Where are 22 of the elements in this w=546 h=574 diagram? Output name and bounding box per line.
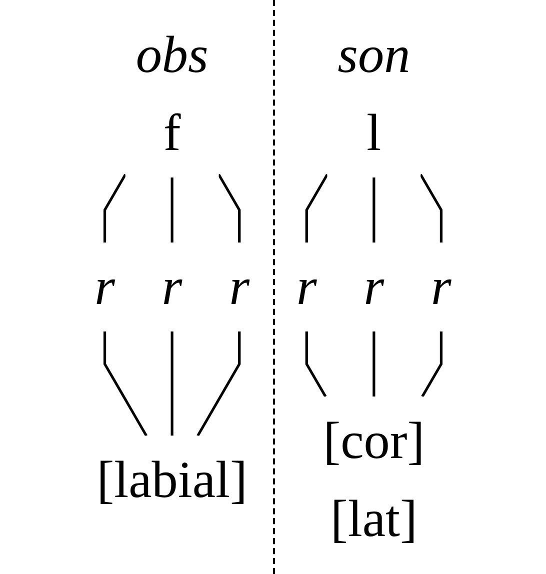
connector: [305, 174, 328, 243]
connector: [170, 331, 174, 436]
connector: [305, 331, 327, 398]
node-text: son l: [338, 24, 410, 162]
connector: [170, 177, 174, 243]
node-text: r: [94, 256, 115, 316]
connector: [421, 331, 443, 398]
node-text: [cor] [lat]: [323, 410, 425, 548]
connector: [196, 331, 241, 436]
node-text: r: [431, 256, 452, 316]
node-text: obs f: [136, 24, 208, 162]
node-text: r: [229, 256, 250, 316]
connector: [103, 331, 148, 436]
connector: [372, 331, 376, 397]
connector: [218, 174, 241, 243]
connector: [103, 174, 127, 243]
node-text: [labial]: [96, 450, 248, 509]
node-text: r: [364, 256, 384, 316]
node-text: r: [296, 256, 317, 316]
connector: [419, 174, 443, 243]
connector: [372, 177, 376, 243]
node-text: r: [162, 256, 182, 316]
